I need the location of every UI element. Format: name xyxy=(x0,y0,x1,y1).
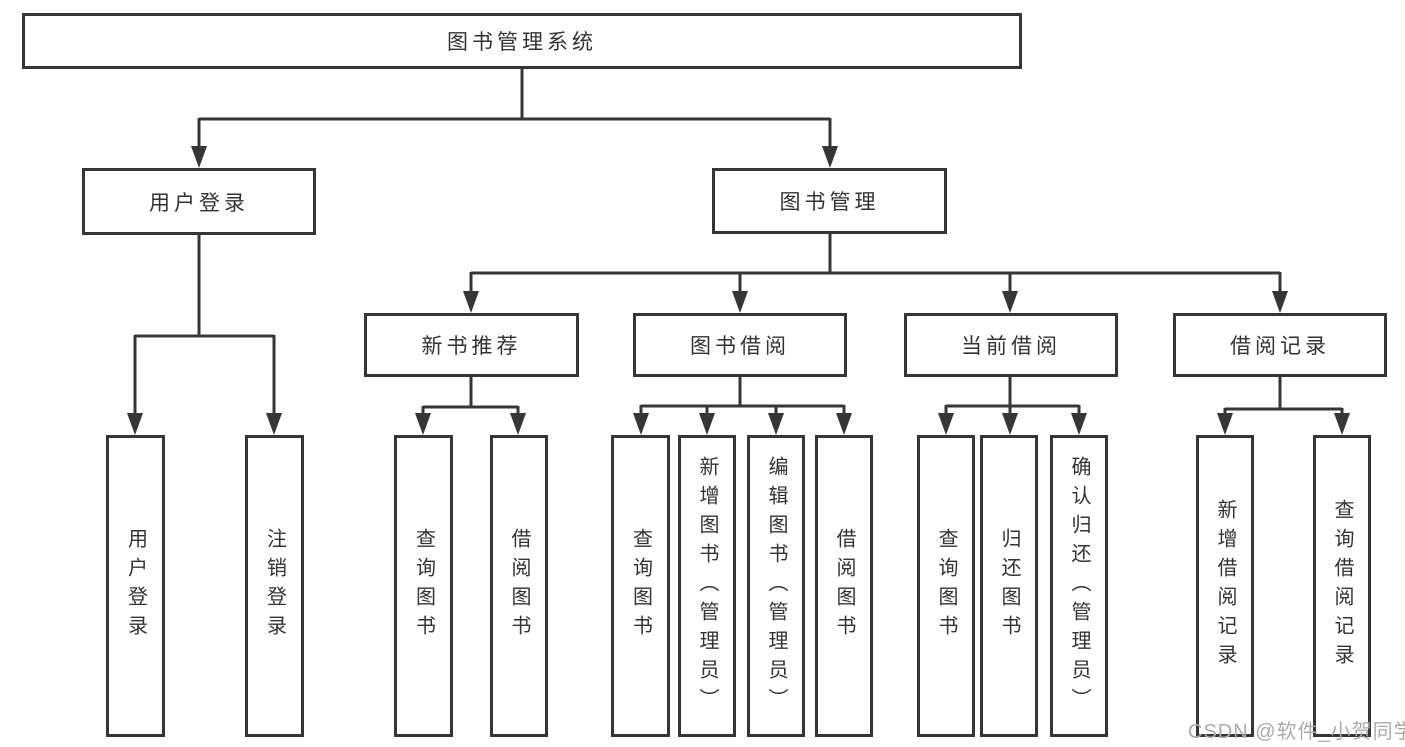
node-borrowing-records: 借阅记录 xyxy=(1173,313,1387,377)
node-new-book-recommend: 新书推荐 xyxy=(364,313,579,377)
node-root: 图书管理系统 xyxy=(22,13,1022,69)
leaf-query-book-recommend: 查询图书 xyxy=(394,435,453,737)
leaf-add-borrow-record: 新增借阅记录 xyxy=(1196,435,1254,737)
leaf-user-login: 用户登录 xyxy=(106,435,165,737)
leaf-borrow-book-borrowing-label: 借阅图书 xyxy=(833,528,855,644)
leaf-edit-book-admin: 编辑图书（管理员） xyxy=(747,435,805,737)
leaf-logout: 注销登录 xyxy=(245,435,304,737)
leaf-return-book: 归还图书 xyxy=(980,435,1038,737)
leaf-query-borrow-record-label: 查询借阅记录 xyxy=(1331,499,1353,673)
leaf-borrow-book-borrowing: 借阅图书 xyxy=(815,435,873,737)
leaf-add-book-admin-label: 新增图书（管理员） xyxy=(696,455,718,717)
leaf-borrow-book-recommend: 借阅图书 xyxy=(490,435,548,737)
leaf-confirm-return-admin-label: 确认归还（管理员） xyxy=(1068,455,1090,717)
leaf-query-book-current: 查询图书 xyxy=(917,435,975,737)
leaf-return-book-label: 归还图书 xyxy=(998,528,1020,644)
node-root-label: 图书管理系统 xyxy=(447,31,597,54)
csdn-watermark: CSDN @软件_小贺同学 xyxy=(1188,721,1405,743)
leaf-logout-label: 注销登录 xyxy=(263,528,286,644)
node-new-book-recommend-label: 新书推荐 xyxy=(421,335,522,358)
leaf-confirm-return-admin: 确认归还（管理员） xyxy=(1050,435,1108,737)
node-book-borrowing: 图书借阅 xyxy=(633,313,847,377)
node-book-borrowing-label: 图书借阅 xyxy=(690,335,790,358)
leaf-add-borrow-record-label: 新增借阅记录 xyxy=(1214,499,1236,673)
leaf-query-book-current-label: 查询图书 xyxy=(935,528,957,644)
leaf-query-book-recommend-label: 查询图书 xyxy=(412,528,435,644)
node-current-borrowing: 当前借阅 xyxy=(904,313,1118,377)
node-current-borrowing-label: 当前借阅 xyxy=(961,335,1061,358)
leaf-user-login-label: 用户登录 xyxy=(124,528,147,644)
node-user-login: 用户登录 xyxy=(82,168,316,235)
leaf-borrow-book-recommend-label: 借阅图书 xyxy=(508,528,530,644)
node-book-management: 图书管理 xyxy=(712,168,947,234)
node-book-management-label: 图书管理 xyxy=(779,191,880,214)
leaf-add-book-admin: 新增图书（管理员） xyxy=(678,435,736,737)
leaf-query-book-borrowing-label: 查询图书 xyxy=(629,528,652,644)
leaf-edit-book-admin-label: 编辑图书（管理员） xyxy=(765,455,787,717)
leaf-query-borrow-record: 查询借阅记录 xyxy=(1313,435,1371,737)
leaf-query-book-borrowing: 查询图书 xyxy=(611,435,670,737)
node-borrowing-records-label: 借阅记录 xyxy=(1230,335,1330,358)
node-user-login-label: 用户登录 xyxy=(149,191,249,215)
